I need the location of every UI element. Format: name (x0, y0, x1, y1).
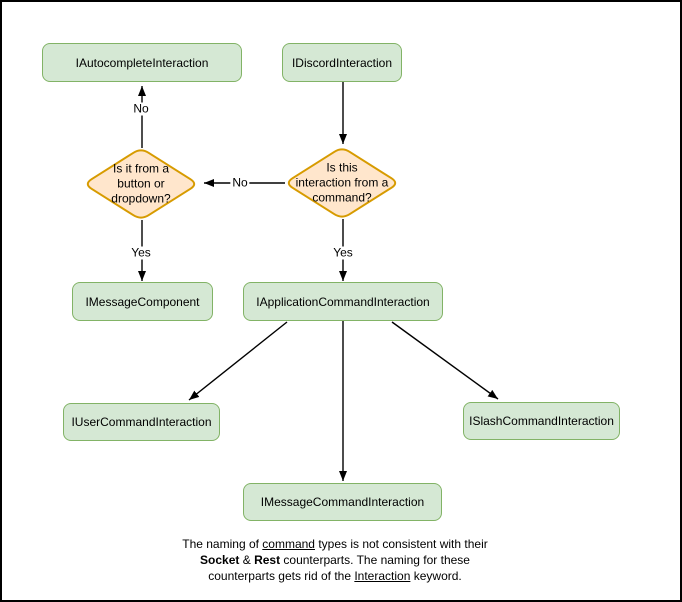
caption-underlined-interaction: Interaction (354, 569, 411, 583)
caption-underlined-command: command (262, 537, 315, 551)
edge-label-yes-to-message-component: Yes (129, 245, 153, 260)
caption-text: keyword. (410, 569, 462, 583)
caption-text: counterparts. The naming for these (280, 553, 470, 567)
decision-line: interaction from a (295, 175, 389, 190)
edge-label-no-between-decisions: No (230, 175, 250, 190)
decision-line: command? (312, 190, 372, 205)
caption-line-1: The naming of command types is not consi… (2, 536, 676, 552)
node-iusercommandinteraction: IUserCommandInteraction (63, 403, 220, 441)
node-imessagecomponent: IMessageComponent (72, 282, 213, 321)
decision-line: Is this (326, 160, 358, 175)
edge-application-command-to-user-command (188, 321, 288, 401)
decision-shape-from-command (287, 148, 397, 218)
node-iautocompleteinteraction: IAutocompleteInteraction (42, 43, 242, 82)
edge-application-command-to-slash-command (391, 321, 499, 400)
caption-bold-rest: Rest (254, 553, 281, 567)
decision-line: Is it from a (112, 161, 170, 176)
caption-text: & (239, 553, 255, 567)
caption-bold-socket: Socket (200, 553, 240, 567)
caption-text: counterparts gets rid of the (208, 569, 355, 583)
caption-line-2: Socket & Rest counterparts. The naming f… (2, 552, 676, 568)
caption-text: The naming of (182, 537, 263, 551)
caption-text: types is not consistent with their (314, 537, 488, 551)
caption-note: The naming of command types is not consi… (2, 536, 676, 584)
node-iapplicationcommandinteraction: IApplicationCommandInteraction (243, 282, 443, 321)
decision-line: dropdown? (111, 191, 171, 206)
node-imessagecommandinteraction: IMessageCommandInteraction (243, 483, 442, 521)
decision-line: button or (117, 176, 165, 191)
decision-shape-button-dropdown (86, 149, 196, 219)
edge-label-no-to-autocomplete: No (131, 101, 151, 116)
decision-label-button-dropdown: Is it from a button or dropdown? (111, 162, 170, 207)
node-idiscordinteraction: IDiscordInteraction (282, 43, 402, 82)
caption-line-3: counterparts gets rid of the Interaction… (2, 568, 676, 584)
node-islashcommandinteraction: ISlashCommandInteraction (463, 402, 620, 440)
edge-label-yes-to-application-command: Yes (331, 245, 355, 260)
decision-label-from-command: Is this interaction from a command? (296, 161, 389, 206)
